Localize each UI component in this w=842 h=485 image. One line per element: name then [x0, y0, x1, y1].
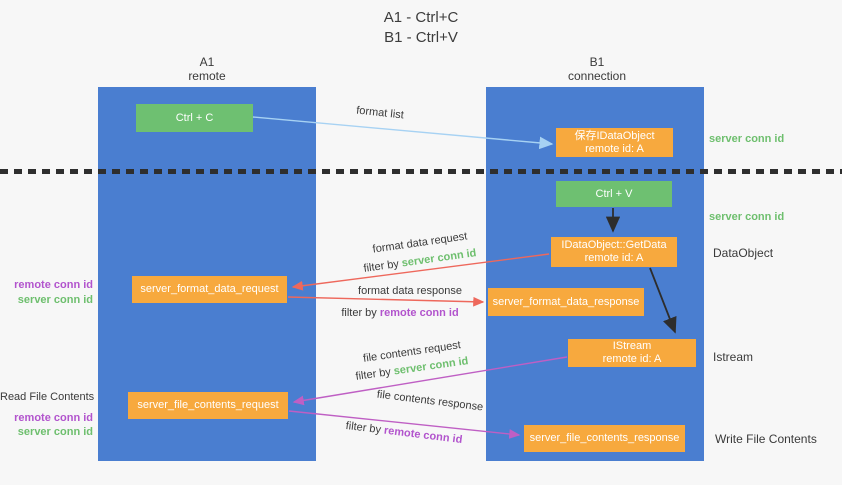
istream-line1: IStream — [612, 340, 652, 352]
format-list-label: format list — [355, 104, 405, 122]
server-format-data-response-label: server_format_data_response — [492, 295, 640, 308]
left-server-conn-id-label-1: server conn id — [17, 294, 93, 306]
file-contents-response-filter-label: filter by remote conn id — [345, 420, 463, 446]
filter-by-text: filter by — [362, 257, 403, 275]
ctrl-v-label: Ctrl + V — [595, 187, 633, 200]
left-remote-conn-id-label-1: remote conn id — [14, 279, 93, 291]
server-file-contents-request-label: server_file_contents_request — [137, 399, 279, 411]
ctrl-v-box: Ctrl + V — [556, 181, 672, 207]
filter-by-text: filter by — [345, 419, 385, 437]
istream-side-label: Istream — [713, 350, 754, 364]
lane-a1-role: remote — [188, 69, 226, 83]
save-dataobject-line1: 保存IDataObject — [574, 129, 655, 142]
dataobject-label: DataObject — [713, 246, 774, 260]
remote-conn-id-text: remote conn id — [383, 424, 463, 447]
left-server-conn-id-label-2: server conn id — [17, 426, 93, 438]
server-file-contents-response-label: server_file_contents_response — [529, 432, 680, 444]
lane-a1-name: A1 — [199, 55, 215, 69]
ctrl-c-label: Ctrl + C — [175, 111, 214, 124]
lane-header-a1: A1 remote — [147, 55, 267, 83]
format-data-response-label: format data response — [358, 285, 462, 297]
ctrl-c-box: Ctrl + C — [136, 104, 253, 132]
filter-by-text: filter by — [354, 365, 395, 383]
getdata-line1: IDataObject::GetData — [561, 239, 667, 251]
session-divider-dashed-line — [0, 169, 842, 174]
idataobject-getdata-box: IDataObject::GetData remote id: A — [551, 237, 677, 267]
server-format-data-request-box: server_format_data_request — [132, 276, 287, 303]
server-format-data-response-box: server_format_data_response — [488, 288, 644, 316]
filter-by-text: filter by — [341, 307, 380, 319]
server-format-data-request-label: server_format_data_request — [140, 283, 279, 295]
file-contents-response-label: file contents response — [376, 388, 484, 414]
save-dataobject-line2: remote id: A — [585, 142, 644, 155]
lane-b1-name: B1 — [589, 55, 605, 69]
istream-box: IStream remote id: A — [568, 339, 696, 367]
right-server-conn-id-label-1: server conn id — [709, 133, 785, 145]
format-data-response-arrow — [287, 296, 485, 307]
title-line-2: B1 - Ctrl+V — [384, 29, 458, 46]
left-remote-conn-id-label-2: remote conn id — [14, 412, 93, 424]
remote-conn-id-text: remote conn id — [379, 307, 459, 319]
title-line-1: A1 - Ctrl+C — [383, 9, 459, 26]
server-conn-id-text: server conn id — [400, 247, 478, 270]
save-dataobject-box: 保存IDataObject remote id: A — [556, 128, 673, 157]
server-file-contents-response-box: server_file_contents_response — [524, 425, 685, 452]
right-server-conn-id-label-2: server conn id — [709, 211, 785, 223]
format-data-response-filter-label: filter by remote conn id — [341, 307, 458, 319]
write-file-contents-label: Write File Contents — [715, 432, 817, 446]
read-file-contents-label: Read File Contents — [0, 391, 95, 403]
diagram-title: A1 - Ctrl+C B1 - Ctrl+V — [0, 8, 842, 48]
getdata-line2: remote id: A — [584, 252, 644, 264]
istream-line2: remote id: A — [602, 353, 662, 365]
lane-b1-role: connection — [567, 69, 627, 83]
server-file-contents-request-box: server_file_contents_request — [128, 392, 288, 419]
lane-header-b1: B1 connection — [537, 55, 657, 83]
